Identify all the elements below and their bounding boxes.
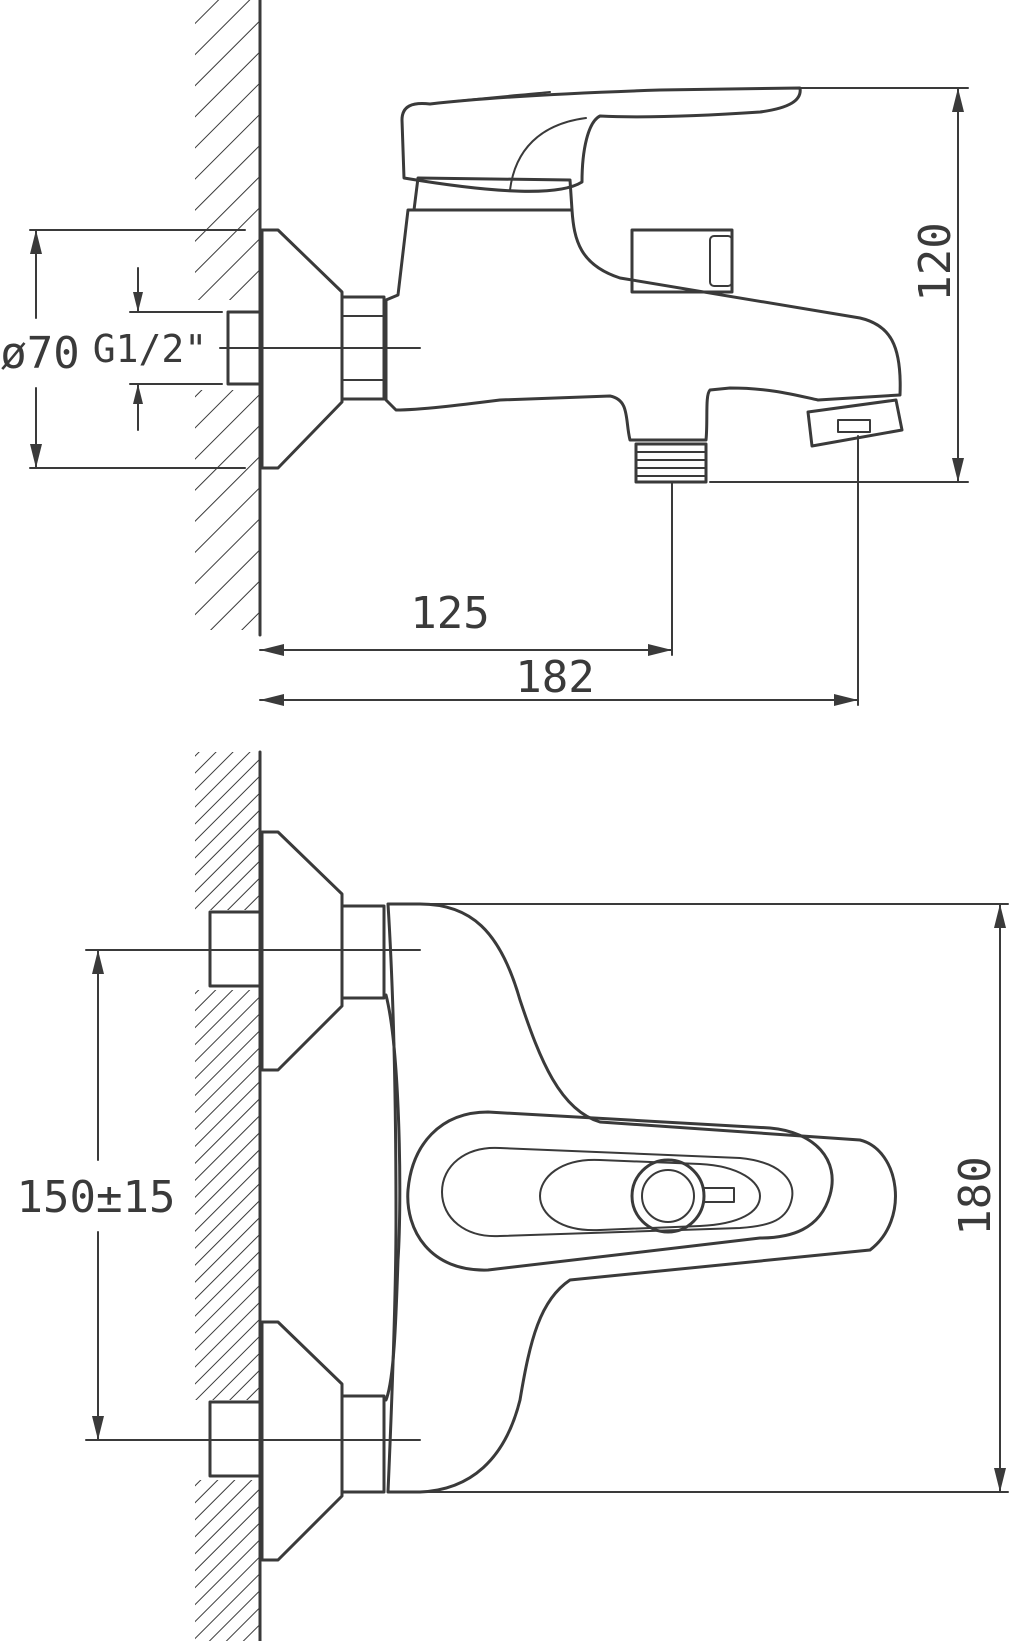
- dim-thread-label: G1/2": [93, 327, 207, 371]
- dim-width-label: 180: [950, 1156, 1001, 1235]
- dim-height-side: 120: [709, 87, 969, 483]
- wall-section-top: [195, 750, 262, 1641]
- diverter-knob-side: [630, 228, 734, 294]
- dim-spout-reach-label: 182: [515, 652, 594, 703]
- mixer-body-top: [386, 902, 897, 1494]
- cartridge-collar-side: [412, 176, 574, 212]
- lever-handle-top: [406, 1110, 834, 1272]
- threaded-outlet-side: [634, 442, 708, 484]
- dim-centers-label: 150±15: [17, 1172, 176, 1223]
- dim-flange-label: ø70: [0, 328, 79, 379]
- dim-flange-diameter: ø70: [0, 229, 246, 469]
- side-view: 120 ø70 G1/2" 125: [0, 0, 969, 706]
- dim-outlet-offset-label: 125: [410, 588, 489, 639]
- dim-spout-reach: 182: [259, 435, 859, 706]
- dim-height-label: 120: [910, 222, 961, 301]
- flange-side: [260, 228, 344, 470]
- dim-width: 180: [419, 903, 1009, 1493]
- dim-centers: 150±15: [17, 949, 191, 1441]
- dim-outlet-offset: 125: [259, 481, 673, 656]
- lever-handle-side: [400, 86, 802, 193]
- mixer-body-side: [384, 208, 902, 442]
- dim-thread: G1/2": [93, 267, 223, 431]
- top-view: 150±15 180: [17, 750, 1009, 1641]
- spout-tip-side: [806, 398, 904, 448]
- wall-section-side: [195, 0, 262, 637]
